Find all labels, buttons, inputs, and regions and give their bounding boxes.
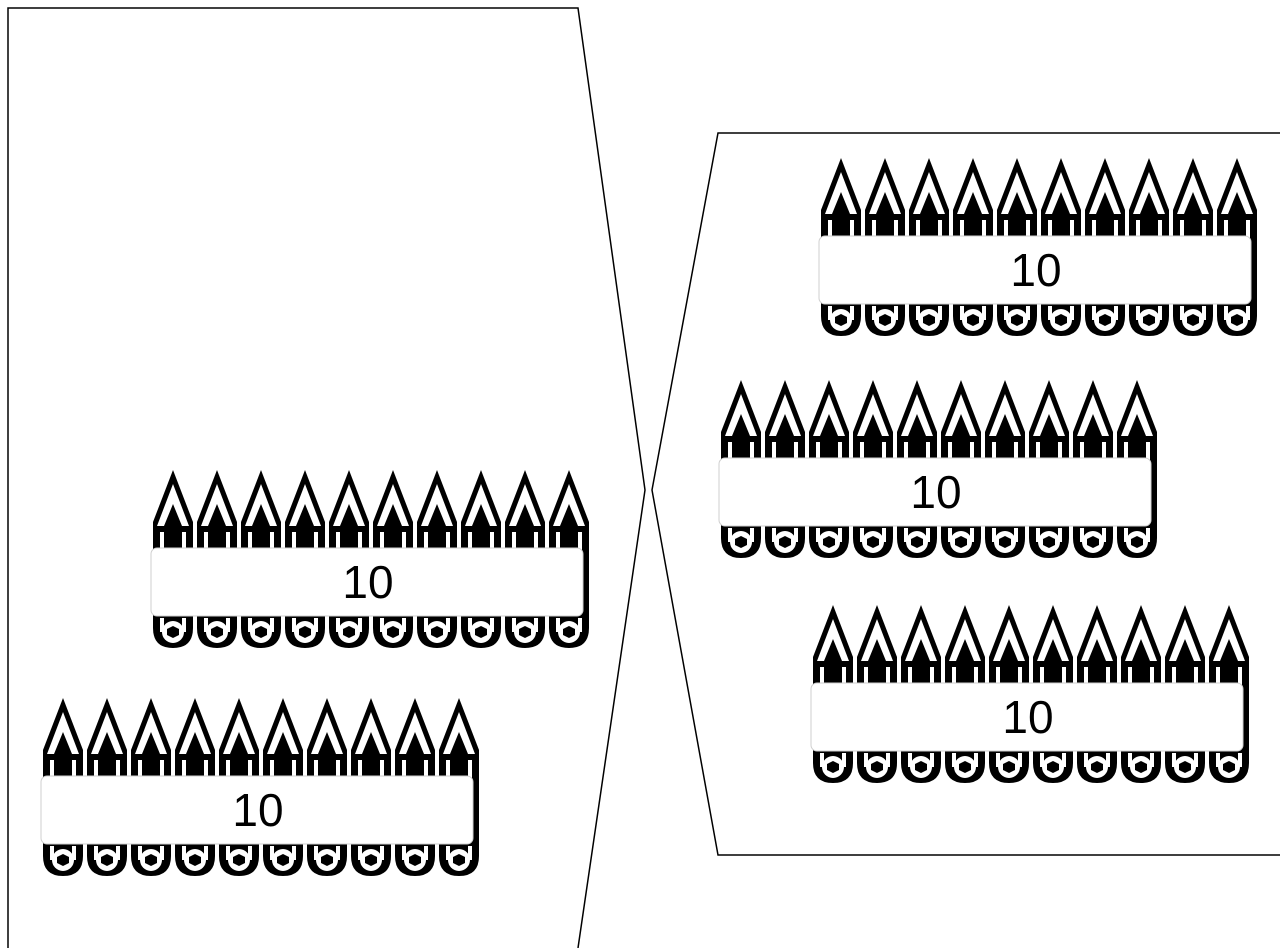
bundle-band (40, 775, 474, 845)
left-panel: 10 10 (40, 470, 589, 876)
bundle-label: 10 (1002, 691, 1053, 743)
bundle-label: 10 (232, 784, 283, 836)
pencil-bundle: 10 (40, 698, 479, 876)
pencil-bundle: 10 (810, 605, 1249, 783)
pencil-bundle: 10 (150, 470, 589, 648)
bundle-label: 10 (342, 556, 393, 608)
bundle-label: 10 (910, 466, 961, 518)
bundle-band (810, 682, 1244, 752)
bundle-band (150, 547, 584, 617)
right-panel-outline (651, 132, 1280, 856)
bundle-band (818, 235, 1252, 305)
right-panel: 10 10 10 (718, 158, 1257, 783)
pencil-bundle: 10 (818, 158, 1257, 336)
left-panel-outline (7, 7, 646, 948)
pencil-bundle: 10 (718, 380, 1157, 558)
bundle-band (718, 457, 1152, 527)
bundle-label: 10 (1010, 244, 1061, 296)
